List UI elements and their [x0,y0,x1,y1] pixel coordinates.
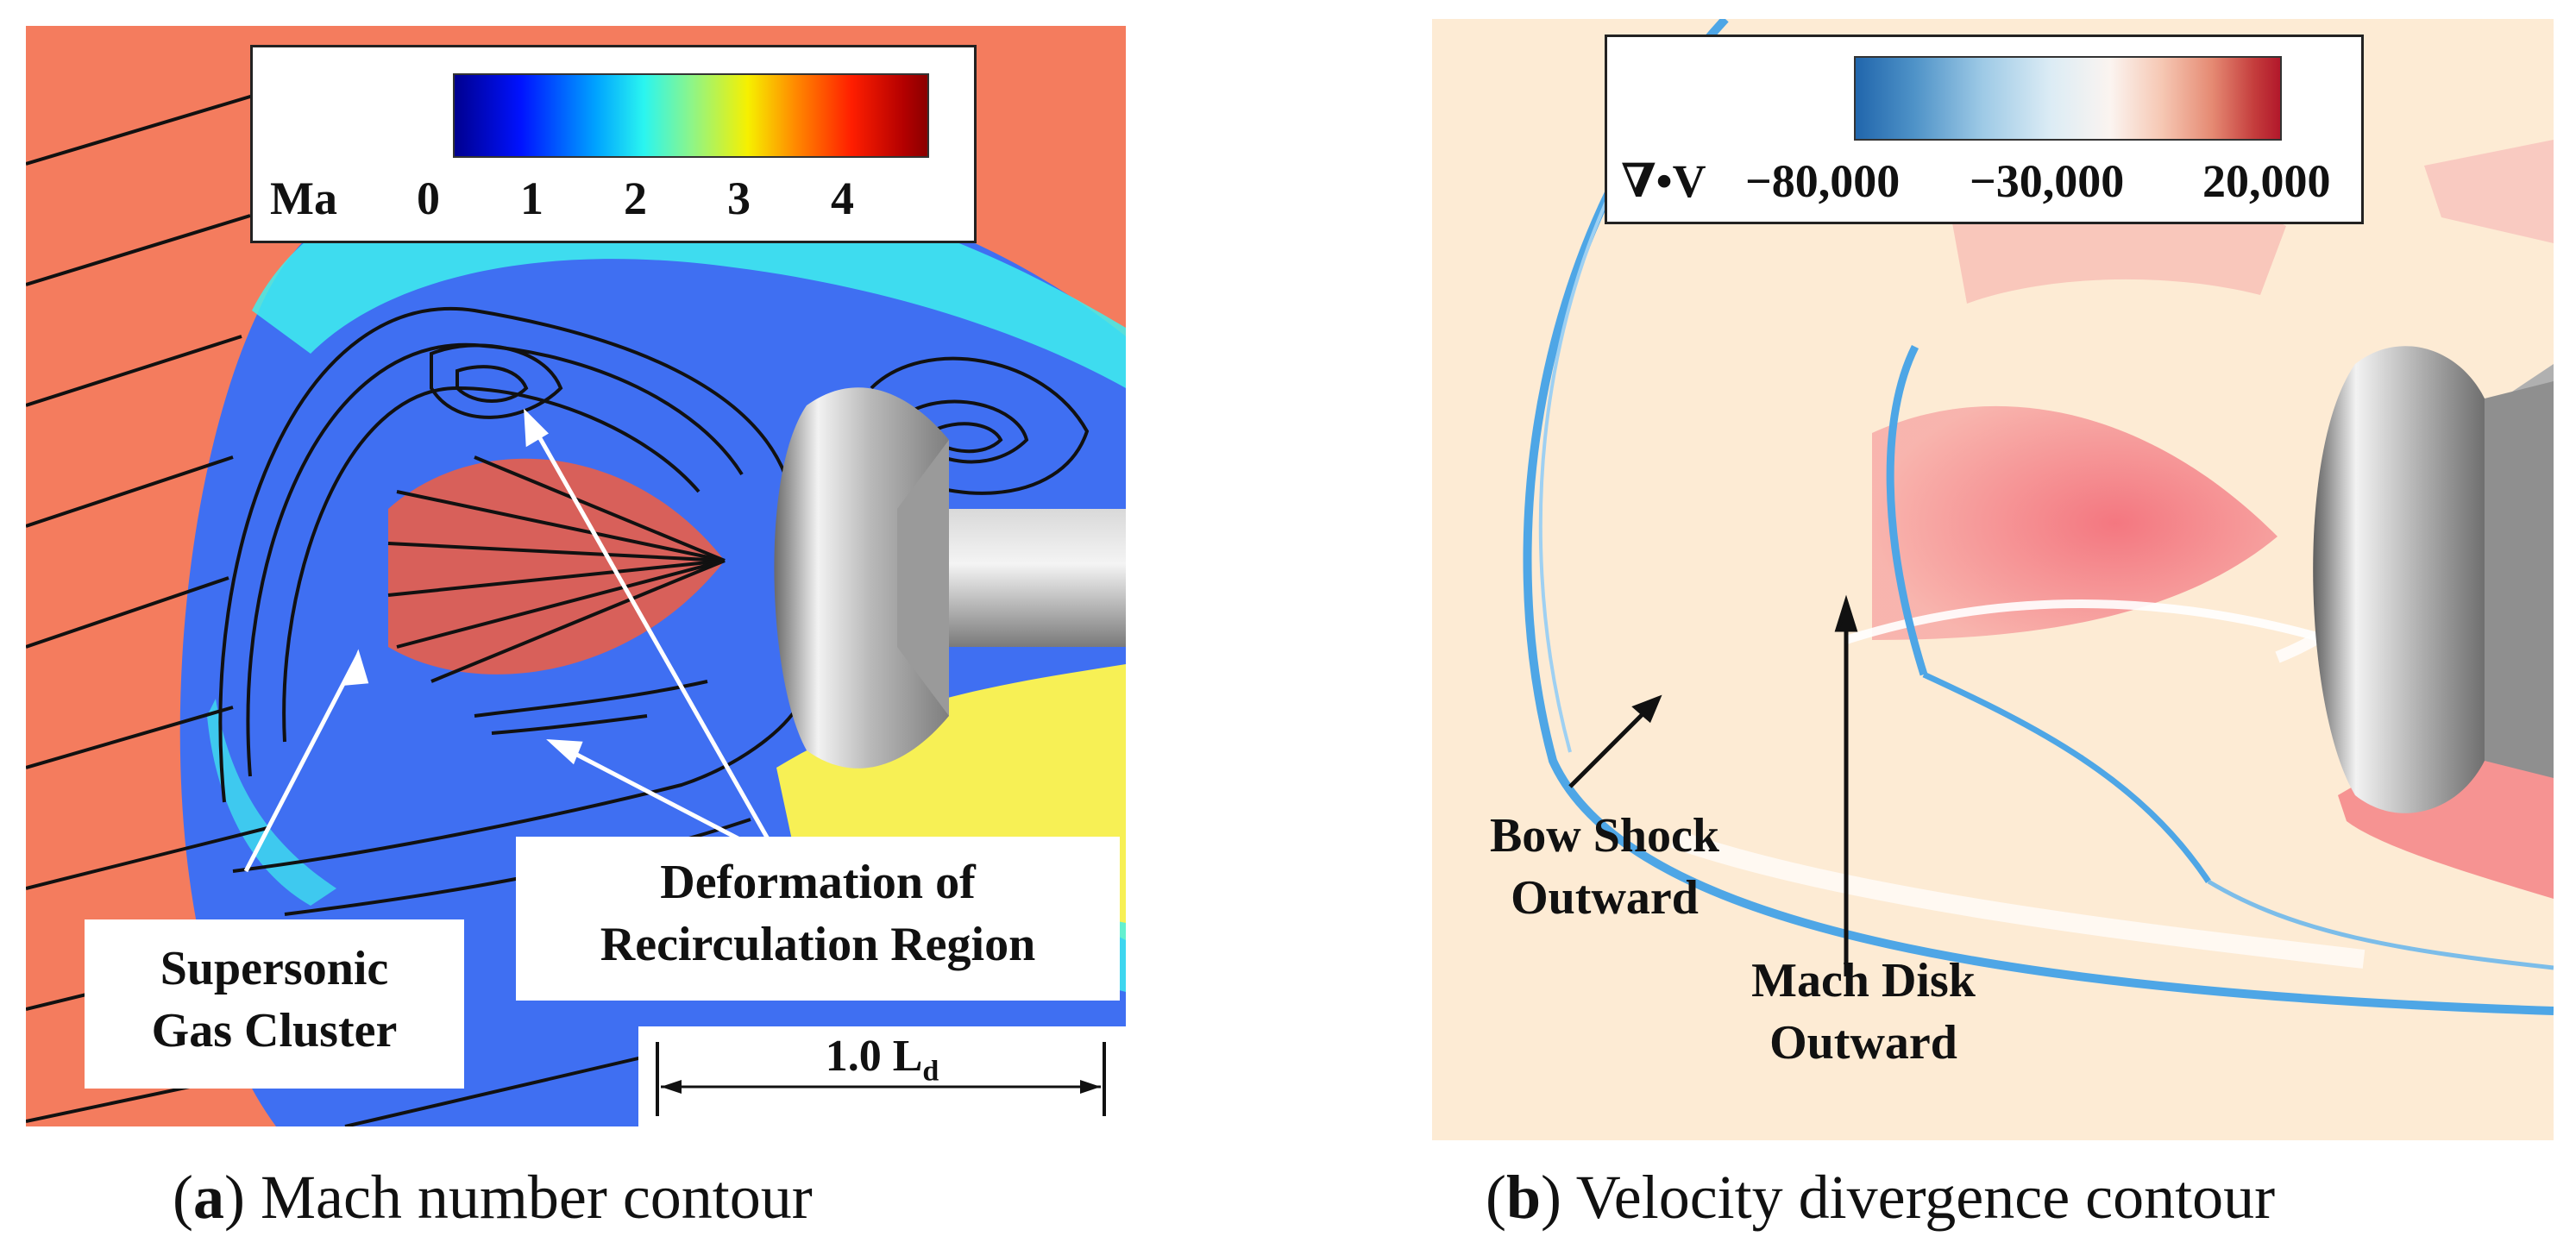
mach-disk-annotation: Mach Disk Outward [1691,951,2036,1074]
mach-colorbar [453,73,929,158]
caption-b-letter: b [1505,1163,1542,1232]
mach-legend-variable: Ma [270,173,337,224]
deformation-annotation: Deformation of Recirculation Region [516,837,1120,1001]
caption-a-text: Mach number contour [260,1163,813,1232]
caption-a-letter: a [192,1163,224,1232]
divergence-legend-tick: 20,000 [2202,155,2331,207]
caption-b-text: Velocity divergence contour [1575,1163,2276,1232]
mach-legend-tick: 2 [624,173,647,224]
bow-shock-annotation: Bow Shock Outward [1432,806,1777,929]
mach-legend-tick: 0 [417,173,440,224]
caption-b: (b) Velocity divergence contour [1486,1163,2276,1232]
scale-bar: 1.0 Ld [638,1026,1126,1126]
mach-contour-panel: Ma 0 1 2 3 4 Deformation of Recirculatio… [26,26,1126,1126]
mach-disk-annotation-line: Outward [1769,1015,1957,1070]
deformation-annotation-line: Deformation of [660,856,976,909]
bow-shock-annotation-line: Bow Shock [1489,809,1720,863]
supersonic-annotation-line: Gas Cluster [151,1003,398,1057]
deformation-annotation-line: Recirculation Region [600,917,1036,971]
mach-colorbar-legend: Ma 0 1 2 3 4 [250,45,977,243]
divergence-colorbar [1854,56,2282,141]
caption-a: (a) Mach number contour [173,1163,813,1232]
scale-bar-arrow [656,1042,1106,1116]
divergence-legend-variable: ∇•V [1621,155,1706,207]
mach-disk-annotation-line: Mach Disk [1751,954,1976,1007]
divergence-legend-tick: −30,000 [1970,155,2125,207]
mach-legend-tick: 4 [831,173,854,224]
mach-legend-tick: 3 [727,173,751,224]
divergence-colorbar-legend: ∇•V −80,000 −30,000 20,000 [1605,35,2364,224]
scale-bar-label: 1.0 Ld [825,1032,939,1088]
supersonic-annotation-line: Supersonic [160,942,389,995]
bow-shock-annotation-line: Outward [1511,870,1699,925]
divergence-legend-tick: −80,000 [1745,155,1901,207]
mach-legend-tick: 1 [520,173,543,224]
supersonic-annotation: Supersonic Gas Cluster [85,919,464,1089]
